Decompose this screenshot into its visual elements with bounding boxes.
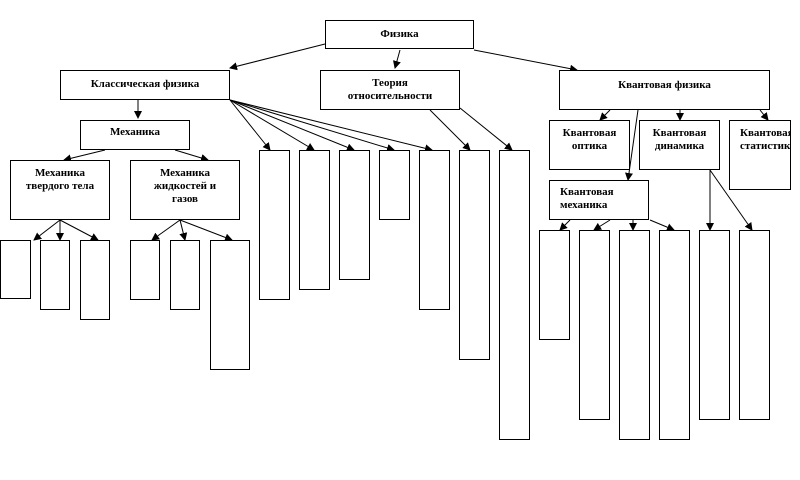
empty-box xyxy=(259,150,290,300)
node-solid-mechanics: Механика твердого тела xyxy=(10,160,110,220)
empty-box xyxy=(299,150,330,290)
node-mechanics: Механика xyxy=(80,120,190,150)
connector-arrow xyxy=(393,49,401,69)
node-fluid-mechanics-label: Механика жидкостей и газов xyxy=(153,167,217,205)
connector-arrow xyxy=(151,219,181,241)
empty-box xyxy=(130,240,160,300)
empty-box xyxy=(459,150,490,360)
empty-box xyxy=(579,230,610,420)
node-quantum-mechanics: Квантовая механика xyxy=(549,180,649,220)
empty-box xyxy=(170,240,200,310)
connector-arrow xyxy=(429,109,471,151)
empty-box xyxy=(659,230,690,440)
empty-box xyxy=(419,150,450,310)
node-physics: Физика xyxy=(325,20,474,49)
connector-arrow xyxy=(459,107,513,151)
empty-box xyxy=(339,150,370,280)
connector-arrow xyxy=(229,99,271,151)
empty-box xyxy=(40,240,70,310)
node-quantum-physics: Квантовая физика xyxy=(559,70,770,110)
connector-arrow xyxy=(709,169,753,231)
connector-arrow xyxy=(229,99,315,151)
empty-box xyxy=(0,240,31,299)
node-solid-mechanics-label: Механика твердого тела xyxy=(25,167,95,192)
empty-box xyxy=(739,230,770,420)
node-physics-label: Физика xyxy=(380,28,419,40)
node-relativity: Теория относительности xyxy=(320,70,460,110)
connector-arrow xyxy=(229,99,355,152)
node-quantum-physics-label: Квантовая физика xyxy=(618,79,711,91)
node-relativity-label: Теория относительности xyxy=(347,77,433,102)
node-quantum-optics-label: Квантовая оптика xyxy=(562,127,617,152)
node-quantum-dynamics: Квантовая динамика xyxy=(639,120,720,170)
connector-arrow xyxy=(593,219,611,231)
connector-arrow xyxy=(229,99,433,153)
connector-arrow xyxy=(473,49,578,73)
connector-arrow xyxy=(759,109,769,121)
empty-box xyxy=(210,240,250,370)
connector-arrow xyxy=(33,219,61,241)
node-quantum-statistics-label: Квантовая статистика xyxy=(740,127,791,152)
empty-box xyxy=(619,230,650,440)
node-classical-physics-label: Классическая физика xyxy=(90,78,200,90)
connector-arrow xyxy=(59,219,99,241)
connector-arrow xyxy=(179,219,188,241)
connector-arrow xyxy=(63,149,106,163)
empty-box xyxy=(699,230,730,420)
node-mechanics-label: Механика xyxy=(109,126,161,138)
node-quantum-dynamics-label: Квантовая динамика xyxy=(652,127,707,152)
connector-arrow xyxy=(179,219,233,242)
node-quantum-statistics: Квантовая статистика xyxy=(729,120,791,190)
empty-box xyxy=(80,240,110,320)
connector-arrow xyxy=(559,219,571,231)
connector-arrow xyxy=(229,43,326,71)
node-fluid-mechanics: Механика жидкостей и газов xyxy=(130,160,240,220)
connector-arrow xyxy=(649,219,675,231)
empty-box xyxy=(499,150,530,440)
connector-arrow xyxy=(174,149,209,162)
node-quantum-optics: Квантовая оптика xyxy=(549,120,630,170)
node-quantum-mechanics-label: Квантовая механика xyxy=(560,186,614,211)
node-classical-physics: Классическая физика xyxy=(60,70,230,100)
connector-arrow xyxy=(229,99,395,152)
connector-arrow xyxy=(599,109,611,121)
empty-box xyxy=(539,230,570,340)
empty-box xyxy=(379,150,410,220)
